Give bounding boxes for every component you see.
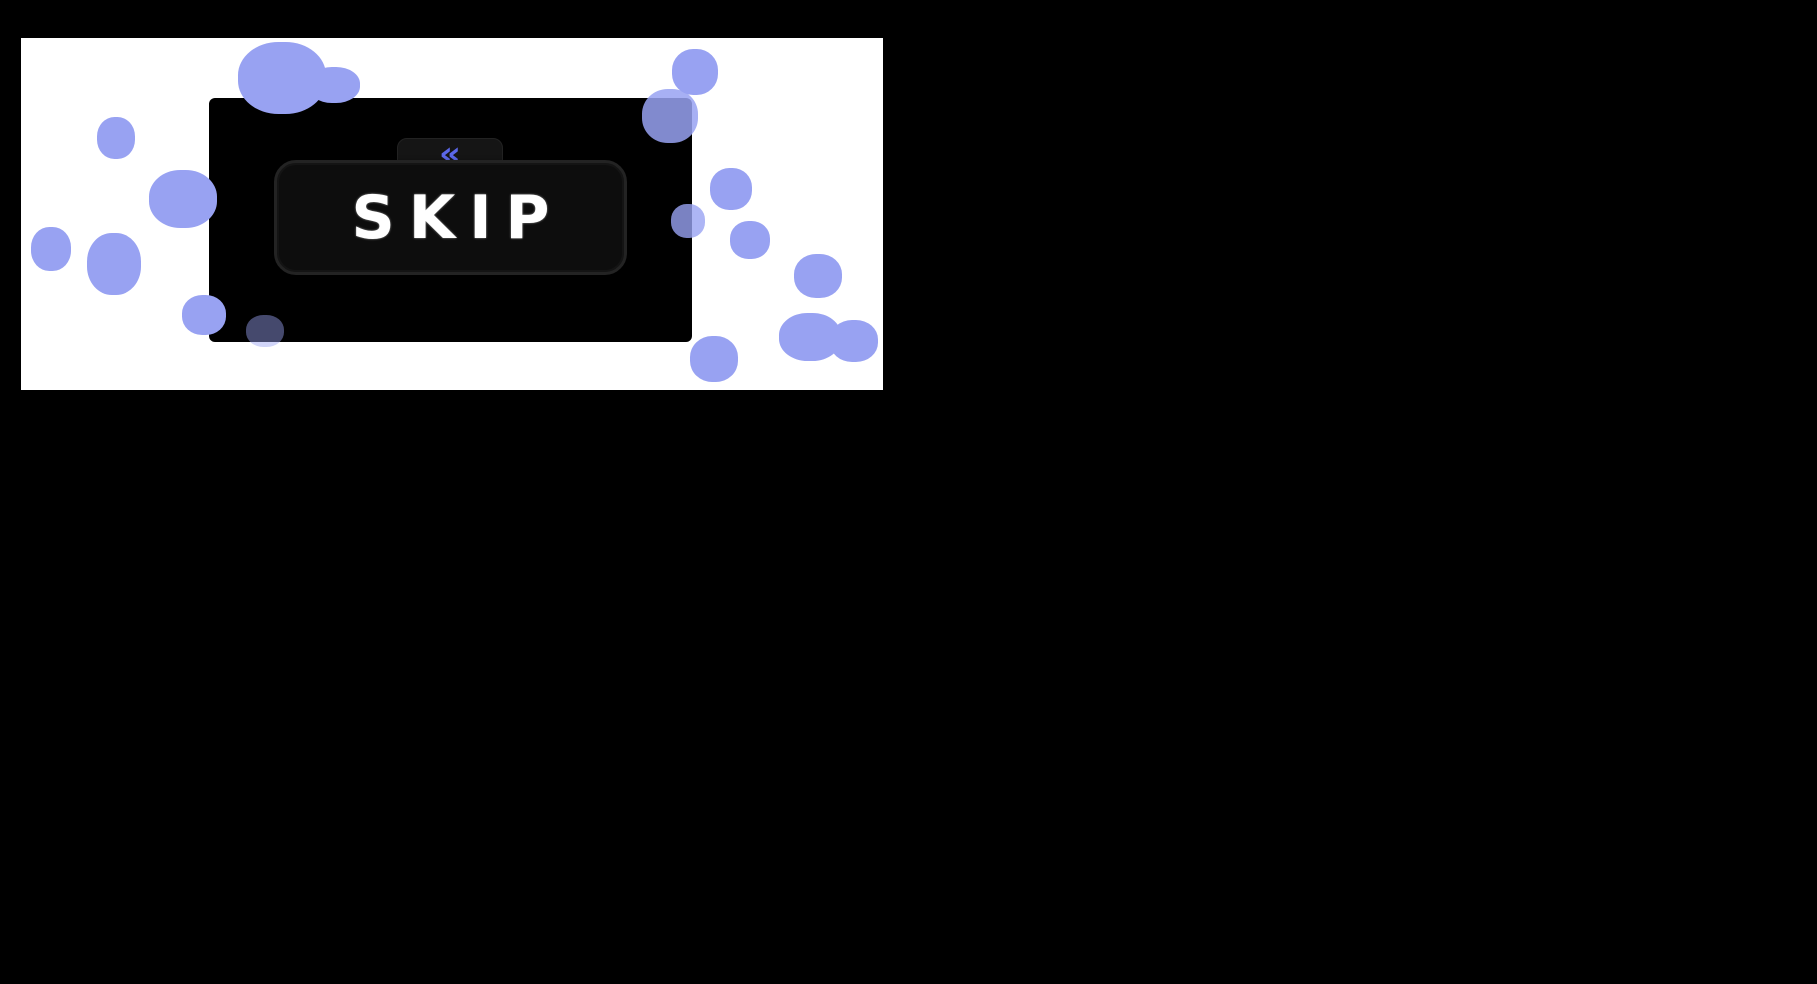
skip-button[interactable]: SKIP <box>274 160 627 275</box>
paint-blob <box>149 170 217 228</box>
paint-blob <box>31 227 71 271</box>
paint-blob <box>97 117 135 159</box>
paint-blob <box>710 168 752 210</box>
drawing-canvas[interactable]: « SKIP <box>21 38 883 390</box>
paint-blob <box>672 49 718 95</box>
paint-blob <box>794 254 842 298</box>
paint-blob <box>779 313 841 361</box>
skip-overlay-panel: « SKIP <box>209 98 692 342</box>
paint-blob <box>730 221 770 259</box>
paint-blob <box>87 233 141 295</box>
paint-blob <box>830 320 878 362</box>
paint-blob <box>690 336 738 382</box>
